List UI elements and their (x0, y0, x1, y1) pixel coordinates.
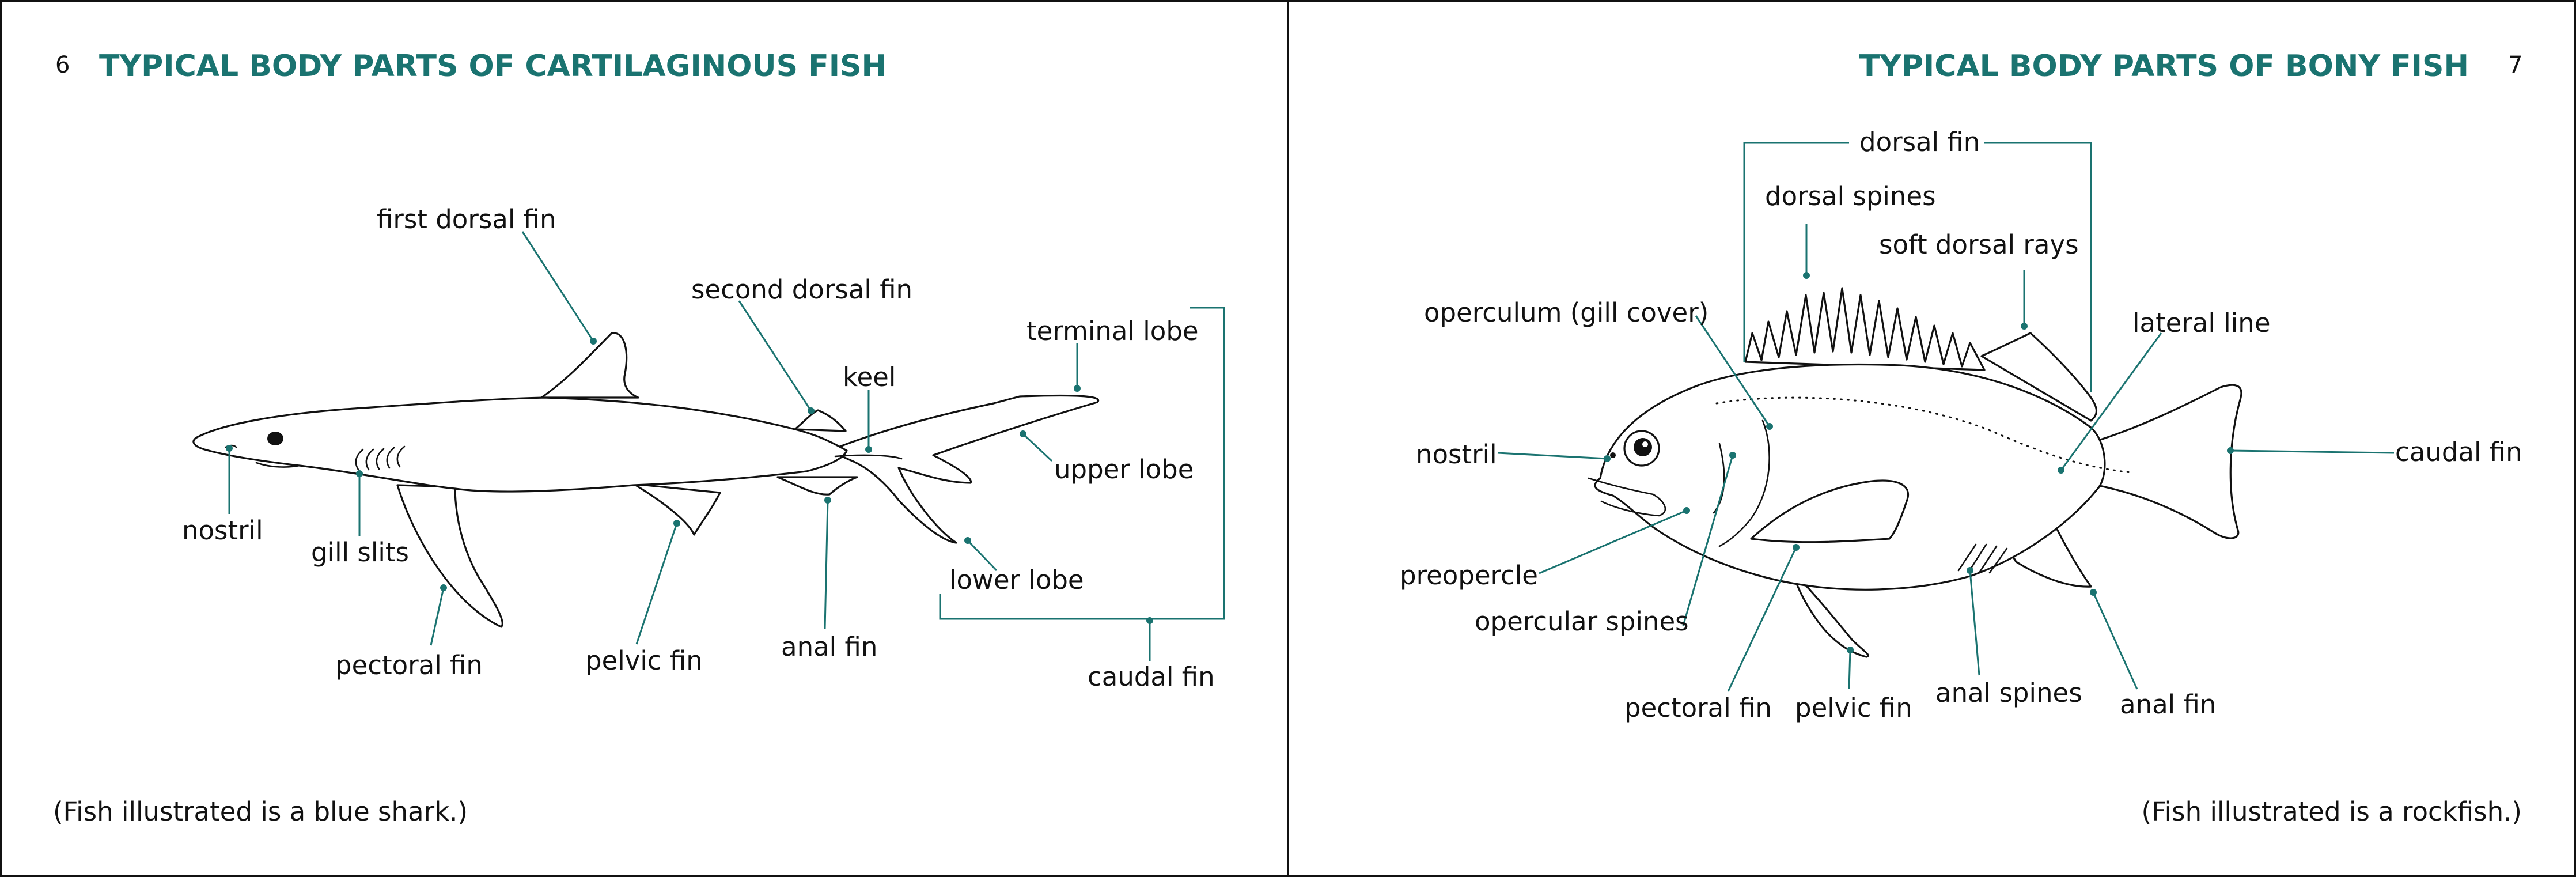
label-lower-lobe: lower lobe (949, 565, 1084, 595)
shark-gill-slit (355, 448, 364, 471)
shark-mouth (255, 462, 301, 468)
rockfish-illustration (1588, 287, 2242, 658)
label-second-dorsal-fin: second dorsal fin (691, 274, 912, 305)
label-gill-slits: gill slits (311, 537, 409, 568)
left-page-number: 6 (55, 52, 70, 78)
left-leader-lines (226, 231, 1225, 661)
rockfish-pectoral-fin (1750, 479, 1910, 543)
rockfish-body (1594, 363, 2106, 591)
label-keel: keel (843, 362, 896, 392)
right-leader-lines (1497, 142, 2395, 692)
label-anal-fin-bony: anal fin (2120, 689, 2216, 720)
rockfish-pelvic-fin (1791, 570, 1869, 658)
shark-pelvic-fin (632, 483, 721, 536)
shark-eye (267, 432, 283, 445)
shark-body (192, 396, 848, 493)
label-pectoral-fin-bony: pectoral fin (1624, 693, 1772, 723)
label-operculum: operculum (gill cover) (1424, 297, 1709, 328)
label-opercular-spines: opercular spines (1475, 606, 1689, 637)
label-caudal-fin: caudal fin (1088, 661, 1215, 692)
label-nostril: nostril (182, 515, 263, 546)
shark-gill-slit (376, 448, 385, 470)
label-preopercle: preopercle (1400, 560, 1538, 591)
shark-pectoral-fin (396, 484, 503, 628)
shark-tail (828, 394, 1100, 544)
label-soft-dorsal-rays: soft dorsal rays (1879, 229, 2079, 260)
shark-gill-slit (386, 447, 395, 469)
rockfish-spiny-dorsal-fin (1744, 287, 1986, 371)
shark-anal-fin (776, 476, 858, 496)
rockfish-tail (2096, 384, 2242, 539)
rockfish-pupil (1634, 438, 1652, 456)
label-pelvic-fin-bony: pelvic fin (1795, 693, 1912, 723)
label-nostril-bony: nostril (1416, 439, 1497, 470)
rockfish-soft-dorsal-fin (1980, 332, 2097, 422)
label-lateral-line: lateral line (2132, 308, 2271, 338)
rockfish-anal-spines (1957, 543, 2008, 574)
label-first-dorsal-fin: first dorsal fin (377, 204, 556, 235)
right-caption: (Fish illustrated is a rockfish.) (2142, 796, 2522, 827)
label-caudal-fin-bony: caudal fin (2395, 437, 2522, 467)
rockfish-mouth (1588, 477, 1666, 517)
label-anal-spines: anal spines (1935, 678, 2082, 708)
shark-keel-line (834, 454, 903, 460)
rockfish-eye-highlight (1642, 441, 1648, 447)
shark-second-dorsal-fin (794, 409, 847, 432)
shark-gill-slit (396, 445, 406, 468)
label-pelvic-fin: pelvic fin (585, 645, 703, 676)
label-anal-fin: anal fin (781, 632, 877, 662)
label-upper-lobe: upper lobe (1054, 454, 1194, 485)
left-caption: (Fish illustrated is a blue shark.) (53, 796, 468, 827)
rockfish-nostril-mark (1610, 452, 1616, 458)
label-pectoral-fin: pectoral fin (335, 650, 483, 681)
left-page-title: TYPICAL BODY PARTS OF CARTILAGINOUS FISH (99, 49, 887, 84)
shark-first-dorsal-fin (540, 332, 639, 399)
label-dorsal-fin: dorsal fin (1859, 127, 1980, 157)
label-dorsal-spines: dorsal spines (1765, 181, 1936, 211)
right-page-number: 7 (2508, 52, 2522, 78)
shark-gill-slit (365, 448, 374, 471)
right-page-title: TYPICAL BODY PARTS OF BONY FISH (1859, 49, 2469, 84)
label-terminal-lobe: terminal lobe (1026, 316, 1199, 346)
rockfish-lateral-line (1715, 396, 2132, 474)
blue-shark-illustration (192, 332, 1100, 628)
rockfish-operculum (1718, 419, 1770, 547)
